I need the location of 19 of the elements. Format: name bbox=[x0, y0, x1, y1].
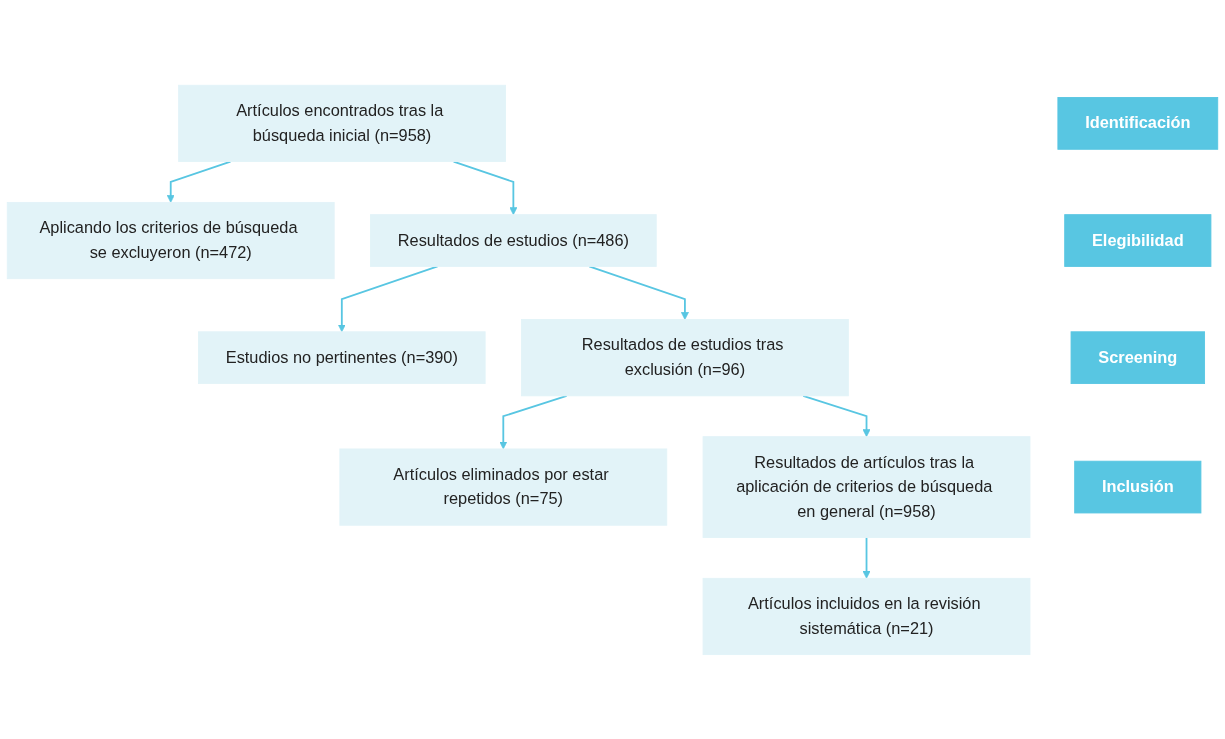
node-box: Artículos eliminados por estar repetidos (n=75) bbox=[339, 448, 668, 526]
arrow bbox=[166, 160, 232, 203]
node-box: Aplicando los criterios de búsqueda se excluyeron (n=472) bbox=[6, 201, 335, 279]
arrow bbox=[862, 536, 871, 579]
node-box: Identificación bbox=[1057, 96, 1219, 150]
node-box: Resultados de estudios (n=486) bbox=[370, 213, 657, 267]
node-box: Resultados de artículos tras la aplicación de criterios de búsqueda en general (n=958) bbox=[702, 435, 1031, 538]
node-box: Screening bbox=[1070, 330, 1205, 384]
arrow bbox=[499, 394, 568, 449]
node-box: Artículos incluidos en la revisión sistemática (n=21) bbox=[702, 577, 1031, 655]
arrow bbox=[588, 265, 689, 320]
arrow bbox=[337, 265, 439, 332]
node-box: Resultados de estudios tras exclusión (n=96) bbox=[521, 318, 849, 396]
node-box: Estudios no pertinentes (n=390) bbox=[198, 330, 486, 384]
arrow bbox=[452, 160, 518, 215]
node-box: Inclusión bbox=[1074, 460, 1202, 513]
arrow bbox=[802, 394, 871, 437]
node-box: Elegibilidad bbox=[1064, 213, 1212, 267]
node-box: Artículos encontrados tras la búsqueda inicial (n=958) bbox=[178, 84, 506, 162]
